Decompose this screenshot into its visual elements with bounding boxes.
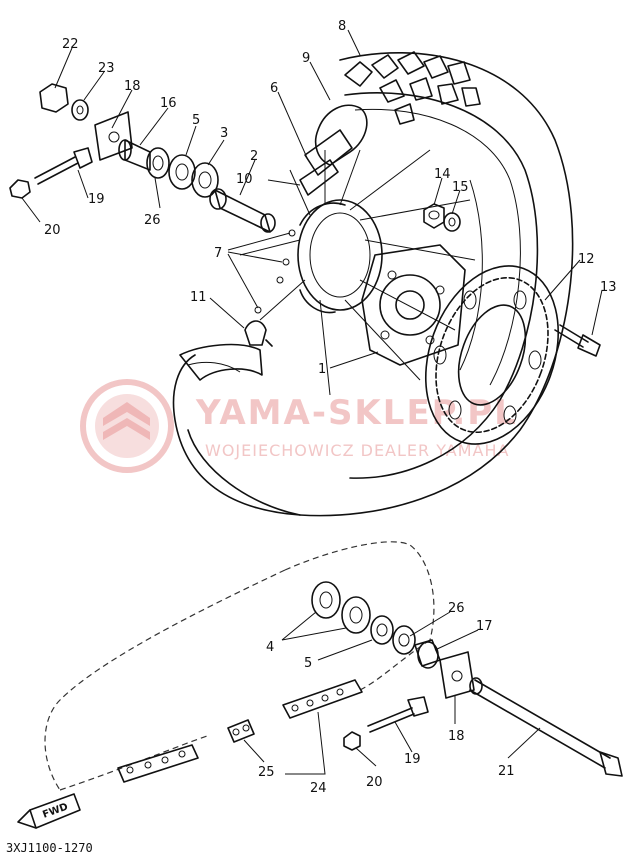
callout-20-upper: 20 (44, 223, 61, 238)
spokes (239, 149, 476, 396)
tire (172, 51, 574, 517)
bearing-4b (341, 596, 371, 634)
bearing-5-lower (370, 615, 394, 645)
callout-8: 8 (338, 19, 346, 34)
callout-17: 17 (476, 619, 493, 634)
fwd-arrow: FWD (17, 793, 81, 829)
sprocket-nut (423, 203, 445, 229)
hub (297, 199, 383, 314)
callout-5-lower: 5 (304, 656, 312, 671)
bearing-5 (168, 154, 196, 190)
callout-4: 4 (266, 640, 274, 655)
watermark-subtitle: WOJEIECHOWICZ DEALER YAMAHA (205, 441, 509, 460)
callout-23: 23 (98, 61, 115, 76)
bearing-3 (191, 162, 219, 198)
callout-5-upper: 5 (192, 113, 200, 128)
washer-23 (71, 99, 89, 121)
callout-6: 6 (270, 81, 278, 96)
callout-15: 15 (452, 180, 469, 195)
callout-25: 25 (258, 765, 275, 780)
leader-lines-upper (21, 29, 603, 369)
bearing-4a (311, 581, 341, 619)
callouts: 1 2 3 4 5 5 6 7 8 9 10 11 12 13 14 15 16… (44, 19, 617, 796)
callout-26-upper: 26 (144, 213, 161, 228)
callout-11: 11 (190, 290, 207, 305)
oil-seal-26 (146, 147, 170, 179)
chain-loop (44, 541, 435, 791)
callout-24: 24 (310, 781, 327, 796)
callout-13: 13 (600, 280, 617, 295)
drive-chain-24 (117, 679, 363, 783)
callout-7: 7 (214, 246, 222, 261)
callout-3: 3 (220, 126, 228, 141)
callout-1: 1 (318, 362, 326, 377)
callout-20-lower: 20 (366, 775, 383, 790)
nut-20 (9, 179, 31, 199)
callout-18-lower: 18 (448, 729, 465, 744)
chain-adjuster-18-lower (439, 651, 475, 699)
watermark-logo (80, 379, 174, 473)
callout-18-upper: 18 (124, 79, 141, 94)
callout-16: 16 (160, 96, 177, 111)
callout-9: 9 (302, 51, 310, 66)
watermark: YAMA-SKLEP.PL WOJEIECHOWICZ DEALER YAMAH… (80, 379, 518, 473)
rear-sprocket (424, 265, 560, 445)
callout-21: 21 (498, 764, 515, 779)
axle-21 (469, 677, 623, 777)
sprocket-bolt (554, 324, 601, 357)
collar-16 (118, 139, 151, 171)
chain-adjuster-18 (94, 111, 133, 161)
bolt-19 (34, 147, 93, 185)
callout-19-lower: 19 (404, 752, 421, 767)
callout-22: 22 (62, 37, 79, 52)
callout-2: 2 (250, 149, 258, 164)
drawing-code: 3XJ1100-1270 (6, 841, 93, 855)
callout-19-upper: 19 (88, 192, 105, 207)
oil-seal-26-lower (392, 625, 416, 655)
nut-20-lower (343, 731, 361, 751)
sprocket-washer (443, 212, 461, 232)
collar-17 (414, 639, 441, 669)
collar (209, 188, 276, 233)
callout-12: 12 (578, 252, 595, 267)
nut-22 (39, 83, 69, 113)
callout-14: 14 (434, 167, 451, 182)
leader-lines-lower (243, 611, 541, 775)
chain-joint-25 (227, 719, 255, 743)
callout-10: 10 (236, 172, 253, 187)
bolt-19-lower (367, 696, 429, 733)
watermark-title: YAMA-SKLEP.PL (195, 393, 518, 433)
rim-lock (244, 320, 273, 347)
rim-band-and-tube (299, 104, 368, 196)
sprocket-flange (361, 244, 466, 366)
callout-26-lower: 26 (448, 601, 465, 616)
